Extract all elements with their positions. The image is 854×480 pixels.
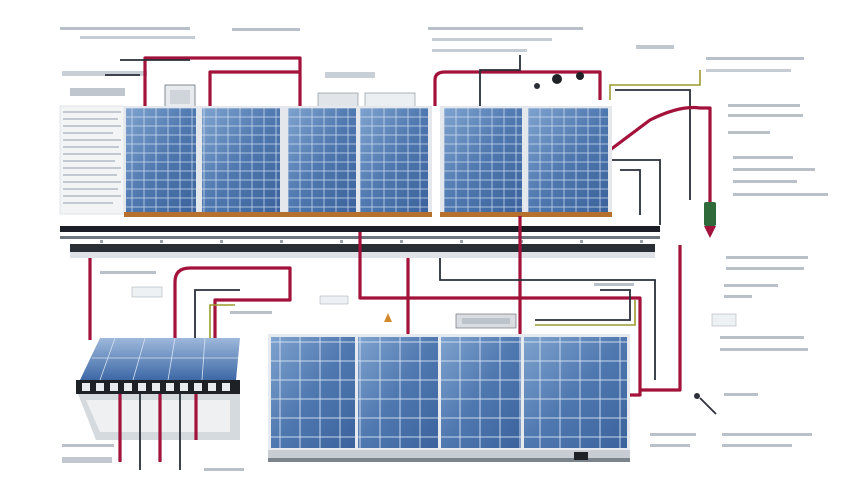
solar-array-top-right	[440, 106, 612, 217]
left-mid-labels	[100, 271, 634, 314]
connector-green-block	[704, 202, 716, 226]
top-junction-boxes	[164, 72, 716, 238]
bottom-left-label-block	[62, 444, 244, 471]
large-solar-array	[268, 334, 630, 462]
top-wiring-harness	[105, 55, 712, 230]
top-left-label-block	[60, 27, 195, 96]
left-notes-column	[59, 105, 125, 215]
mid-component	[319, 295, 517, 329]
solar-array-top-left	[124, 106, 284, 217]
solar-array-top-center	[284, 106, 432, 217]
top-center-label-block	[232, 27, 583, 78]
top-right-label-block	[636, 45, 804, 72]
small-panel-module	[76, 337, 240, 470]
right-notes-column	[650, 104, 828, 447]
